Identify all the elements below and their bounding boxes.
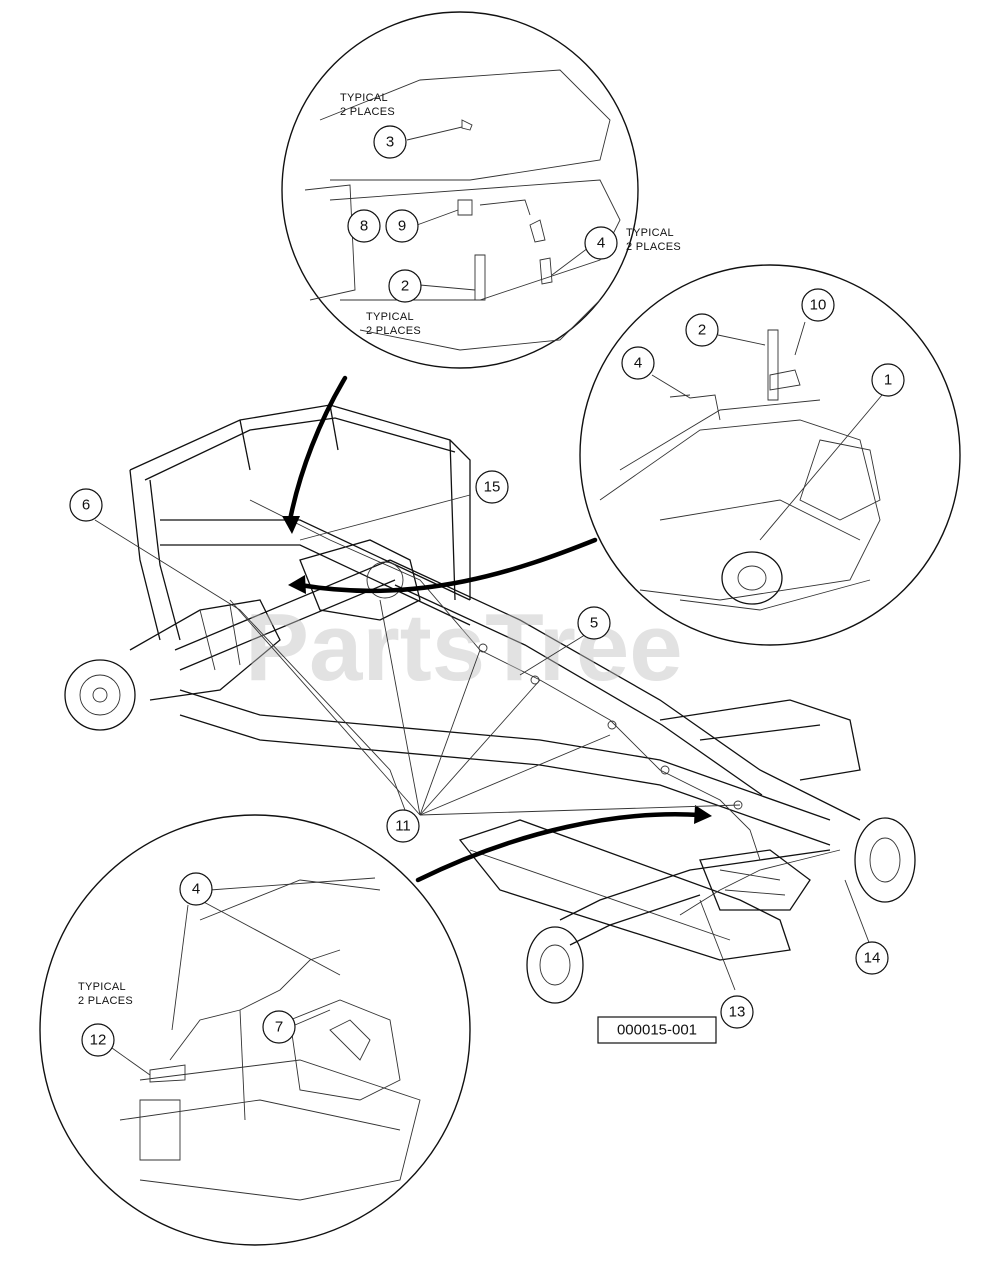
svg-text:13: 13 <box>729 1004 746 1021</box>
svg-text:3: 3 <box>386 134 394 151</box>
svg-text:1: 1 <box>884 372 892 389</box>
note-places: 2 PLACES <box>340 106 395 118</box>
svg-text:2: 2 <box>698 322 706 339</box>
note-places: 2 PLACES <box>78 995 133 1007</box>
callout-4-top: 4 <box>584 226 618 260</box>
callout-12: 12 <box>81 1023 115 1057</box>
note-typical: TYPICAL <box>78 981 126 993</box>
callout-13: 13 <box>720 995 754 1029</box>
callout-1: 1 <box>871 363 905 397</box>
svg-text:4: 4 <box>597 235 605 252</box>
callout-2-right: 2 <box>685 313 719 347</box>
note-typical: TYPICAL <box>340 92 388 104</box>
callout-9: 9 <box>385 209 419 243</box>
watermark: PartsTree <box>245 594 683 701</box>
svg-text:7: 7 <box>275 1019 283 1036</box>
svg-text:2: 2 <box>401 278 409 295</box>
callout-4-right: 4 <box>621 346 655 380</box>
svg-text:11: 11 <box>395 818 411 835</box>
callout-3: 3 <box>373 125 407 159</box>
callout-15: 15 <box>475 470 509 504</box>
svg-text:14: 14 <box>864 950 881 967</box>
callout-6: 6 <box>69 488 103 522</box>
note-typical: TYPICAL <box>626 227 674 239</box>
svg-text:15: 15 <box>484 479 501 496</box>
svg-text:4: 4 <box>634 355 642 372</box>
note-places: 2 PLACES <box>366 325 421 337</box>
callout-14: 14 <box>855 941 889 975</box>
callout-5: 5 <box>577 606 611 640</box>
detail-circle-top <box>281 11 639 369</box>
note-places: 2 PLACES <box>626 241 681 253</box>
callout-11: 11 <box>386 809 420 843</box>
callout-2-top: 2 <box>388 269 422 303</box>
svg-text:6: 6 <box>82 497 90 514</box>
callout-4-bottom: 4 <box>179 872 213 906</box>
detail-circle-bottom-left <box>39 814 471 1246</box>
callout-8: 8 <box>347 209 381 243</box>
detail-circle-right <box>579 264 961 646</box>
svg-text:5: 5 <box>590 615 598 632</box>
callout-7: 7 <box>262 1010 296 1044</box>
reference-number: 000015-001 <box>597 1016 717 1044</box>
svg-text:000015-001: 000015-001 <box>617 1022 697 1039</box>
svg-text:10: 10 <box>810 297 827 314</box>
svg-text:8: 8 <box>360 218 368 235</box>
svg-text:4: 4 <box>192 881 200 898</box>
svg-text:9: 9 <box>398 218 406 235</box>
vehicle-frame <box>64 404 916 1004</box>
note-typical: TYPICAL <box>366 311 414 323</box>
svg-text:12: 12 <box>90 1032 107 1049</box>
callout-10: 10 <box>801 288 835 322</box>
